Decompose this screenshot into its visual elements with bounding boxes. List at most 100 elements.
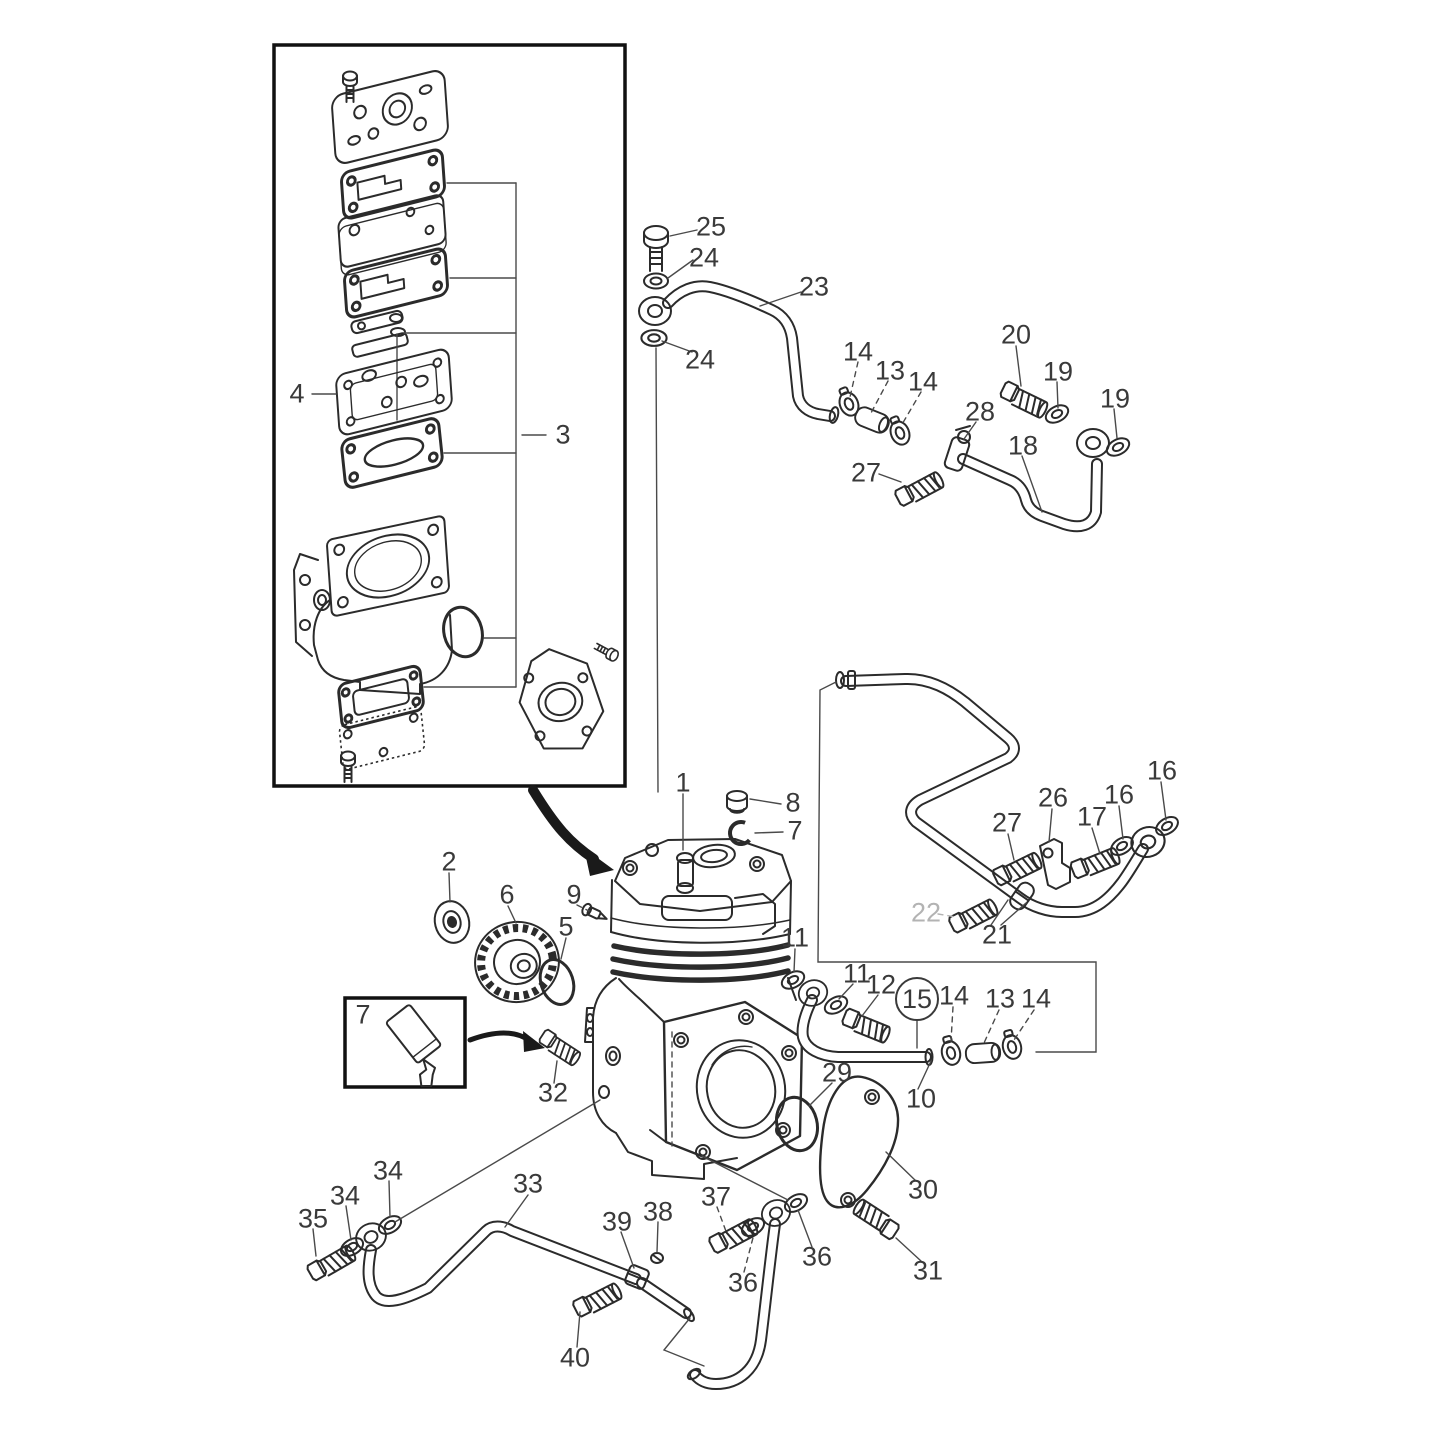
part-reed-valves	[350, 309, 409, 421]
part-base-gasket	[337, 664, 425, 730]
part-bracket-26	[1039, 838, 1071, 890]
callout-29: 29	[821, 1057, 853, 1088]
assembly-top-pipe	[638, 225, 1134, 793]
part-bolt-12	[839, 1006, 894, 1045]
part-bolt-31	[849, 1197, 903, 1242]
callout-14c: 14	[938, 980, 970, 1011]
part-clamp-14	[997, 1027, 1025, 1062]
part-head-gasket-1	[340, 148, 446, 220]
callout-8: 8	[785, 787, 801, 818]
callout-21: 21	[981, 919, 1013, 950]
callout-9: 9	[566, 879, 582, 910]
callout-18: 18	[1007, 430, 1039, 461]
part-crankcase	[584, 977, 797, 1180]
bracket-item-3	[403, 182, 547, 688]
callout-20: 20	[1000, 319, 1032, 350]
part-gear-6	[474, 920, 560, 1004]
callout-36b: 36	[801, 1241, 833, 1272]
callout-15: 15	[895, 977, 939, 1021]
part-cylinder-head-inset	[331, 70, 449, 164]
part-oring-29	[775, 1095, 819, 1153]
callout-26: 26	[1037, 782, 1069, 813]
part-screw-38	[650, 1252, 664, 1264]
callout-14d: 14	[1020, 983, 1052, 1014]
part-cover-plate-30	[818, 1075, 900, 1209]
part-washer-24	[640, 329, 668, 347]
part-cylinder-block	[293, 515, 453, 695]
part-hose-13	[964, 1041, 1002, 1065]
callout-27b: 27	[991, 807, 1023, 838]
part-cylinder-fins	[610, 942, 791, 983]
callout-31: 31	[912, 1255, 944, 1286]
callout-16a: 16	[1103, 779, 1135, 810]
callout-4: 4	[289, 378, 305, 409]
callout-11a: 11	[780, 922, 810, 953]
assembly-mid-pipe	[817, 670, 1183, 1053]
callout-16b: 16	[1146, 755, 1178, 786]
part-banjo-eye-18	[1076, 428, 1110, 458]
part-compressor-body	[584, 838, 804, 1180]
part-base-plate	[338, 706, 426, 770]
kit-box-outline	[817, 681, 1097, 1053]
part-clamp-14	[936, 1033, 964, 1068]
part-tee-fitting-28	[943, 425, 971, 472]
part-oring-inset	[442, 605, 484, 659]
assembly-gear	[433, 900, 608, 1006]
callout-33: 33	[512, 1168, 544, 1199]
callout-13b: 13	[984, 983, 1016, 1014]
part-valve-plate	[337, 194, 447, 276]
callout-10: 10	[905, 1083, 937, 1114]
callout-5: 5	[558, 911, 574, 942]
part-seal-2	[433, 900, 471, 944]
callout-17: 17	[1076, 801, 1108, 832]
inset-head-kit	[272, 43, 627, 788]
callout-40: 40	[559, 1342, 591, 1373]
assembly-drain-hose	[686, 1155, 812, 1390]
callout-6: 6	[499, 879, 515, 910]
arrow-inset-to-head	[528, 785, 614, 876]
callout-36a: 36	[727, 1267, 759, 1298]
part-front-flange	[662, 1000, 804, 1172]
callout-22: 22	[910, 897, 942, 928]
part-valve-seat-plate	[335, 348, 453, 436]
part-compressor-head	[610, 838, 792, 944]
callout-19b: 19	[1099, 383, 1131, 414]
callout-35: 35	[297, 1203, 329, 1234]
callout-11b: 11	[842, 958, 872, 989]
callout-19a: 19	[1042, 356, 1074, 387]
part-head-gasket-3	[340, 417, 444, 489]
callout-14b: 14	[907, 366, 939, 397]
part-banjo-eye-23	[638, 296, 672, 326]
part-washer-24	[643, 272, 669, 290]
part-hose-13	[851, 403, 893, 437]
leader-lines	[312, 229, 1167, 1348]
part-clamp-21	[1009, 881, 1035, 911]
callout-1: 1	[675, 767, 691, 798]
callout-3: 3	[555, 419, 571, 450]
callout-32: 32	[537, 1077, 569, 1108]
callout-7: 7	[787, 815, 803, 846]
part-sealant-tube	[385, 1004, 442, 1088]
screw-icon	[340, 750, 356, 783]
callout-13a: 13	[874, 355, 906, 386]
screw-icon	[592, 640, 621, 664]
part-clamp-39	[624, 1264, 650, 1290]
callout-2: 2	[441, 846, 457, 877]
part-washer-34	[336, 1233, 368, 1261]
callout-34a: 34	[329, 1180, 361, 1211]
callout-38: 38	[642, 1196, 674, 1227]
callout-34b: 34	[372, 1155, 404, 1186]
part-head-gasket-2	[343, 247, 449, 319]
callout-37: 37	[700, 1181, 732, 1212]
part-clamp-14	[884, 412, 914, 449]
callout-30: 30	[907, 1174, 939, 1205]
callout-27a: 27	[850, 457, 882, 488]
callout-14a: 14	[842, 336, 874, 367]
part-bolt-27	[892, 468, 947, 510]
callout-23: 23	[798, 271, 830, 302]
assembly-bottom-pipe	[305, 1099, 705, 1367]
callout-12: 12	[865, 969, 897, 1000]
inset-sealant	[343, 996, 584, 1089]
